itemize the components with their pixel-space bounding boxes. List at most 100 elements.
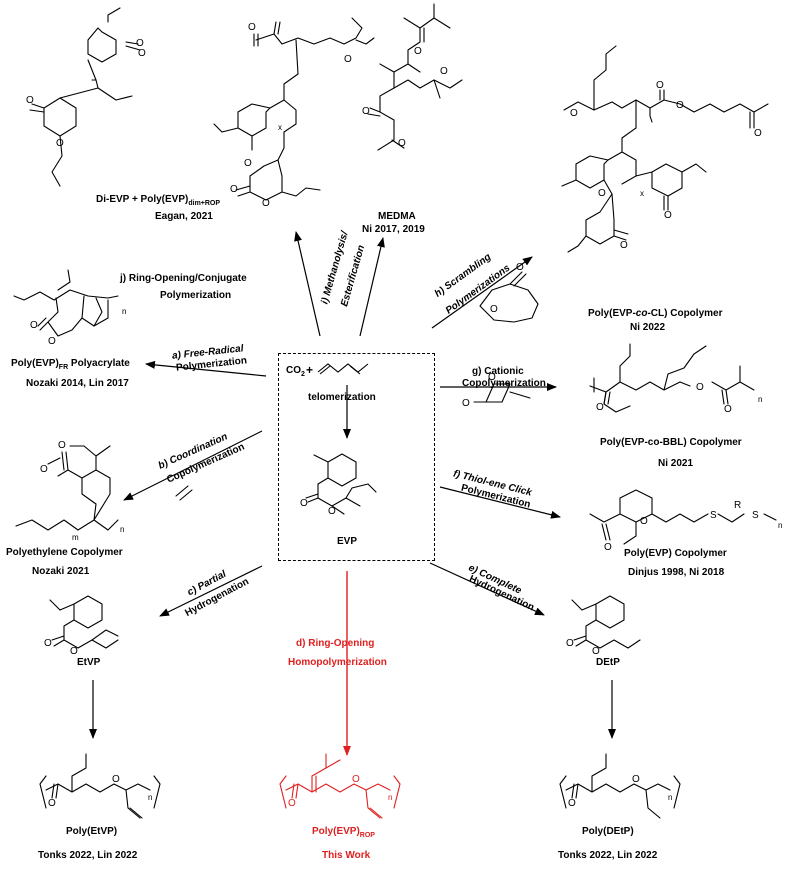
atom-m: m <box>72 533 79 542</box>
evp-structure <box>305 453 377 515</box>
atom-o: O <box>414 46 422 57</box>
atom-o: O <box>570 108 578 119</box>
telomerization-label: telomerization <box>308 392 376 403</box>
atom-o: O <box>288 798 296 809</box>
caprolactone-structure <box>479 271 539 323</box>
eagan-product-name: Di-EVP + Poly(EVP)dim+ROP <box>96 194 221 207</box>
atom-o: O <box>352 774 360 785</box>
etvp-structure <box>49 595 119 649</box>
this-work-label: This Work <box>322 850 371 861</box>
atom-o: O <box>632 774 640 785</box>
atom-s: S <box>710 510 717 521</box>
atom-o: O <box>724 404 732 415</box>
atom-o: O <box>568 798 576 809</box>
eagan-reference: Eagan, 2021 <box>155 211 213 222</box>
atom-x: x <box>278 123 282 132</box>
atom-s: S <box>752 510 759 521</box>
atom-n: n <box>758 395 762 404</box>
reaction-g-label: g) Cationic <box>472 366 524 377</box>
reaction-g-label-2: Copolymerization <box>462 378 546 389</box>
poly-evp-fr-structure <box>13 269 119 337</box>
atom-o: O <box>490 304 498 315</box>
medma-name: MEDMA <box>378 211 416 222</box>
arrow-i <box>359 237 385 337</box>
atom-o: O <box>44 638 52 649</box>
atom-r: R <box>734 500 741 511</box>
atom-o: O <box>696 382 704 393</box>
co2-label: CO2 <box>286 365 305 378</box>
atom-o: O <box>230 184 238 195</box>
pe-copolymer-name: Polyethylene Copolymer <box>6 547 123 558</box>
poly-evp-co-bbl-structure <box>589 343 755 413</box>
atom-o: O <box>362 106 370 117</box>
cl-copolymer-reference: Ni 2022 <box>630 322 666 333</box>
atom-o: O <box>656 80 664 91</box>
beta-butyrolactone-structure <box>473 383 531 403</box>
atom-o: O <box>640 516 648 527</box>
atom-o: O <box>136 38 144 49</box>
evp-synthesis-box <box>278 353 435 561</box>
atom-o: O <box>48 798 56 809</box>
poly-evp-rop-label: Poly(EVP)ROP <box>312 826 375 839</box>
atom-n: n <box>148 793 152 802</box>
medma-structure <box>367 3 463 151</box>
poly-evp-thiol-structure <box>589 489 777 545</box>
atom-o: O <box>488 372 496 383</box>
atom-o: O <box>398 138 406 149</box>
di-evp-structure <box>29 7 141 187</box>
atom-o: O <box>664 210 672 221</box>
atom-o: O <box>262 198 270 209</box>
reaction-d-label-2: Homopolymerization <box>288 657 387 668</box>
thiol-copolymer-name: Poly(EVP) Copolymer <box>624 548 727 559</box>
polyethylene-copolymer-structure <box>15 445 119 531</box>
etvp-label: EtVP <box>77 657 101 668</box>
cl-copolymer-name: Poly(EVP-co-CL) Copolymer <box>588 308 723 319</box>
atom-n: n <box>122 307 126 316</box>
atom-o: O <box>592 646 600 657</box>
atom-n: n <box>668 793 672 802</box>
butadiene-structure <box>317 363 369 375</box>
atom-o: O <box>70 646 78 657</box>
poly-etvp-structure <box>39 753 161 819</box>
atom-o: O <box>30 320 38 331</box>
atom-o: O <box>598 188 606 199</box>
atom-n: n <box>778 521 782 530</box>
bbl-reference: Ni 2021 <box>658 458 694 469</box>
atom-o: O <box>462 398 470 409</box>
atom-o: O <box>516 262 524 273</box>
detp-label: DEtP <box>596 657 620 668</box>
bbl-copolymer-name: Poly(EVP-co-BBL) Copolymer <box>600 437 742 448</box>
arrow-a <box>145 360 267 377</box>
atom-o: O <box>26 95 34 106</box>
atom-o: O <box>620 240 628 251</box>
arrow-b <box>123 430 263 501</box>
atom-x: x <box>640 189 644 198</box>
atom-o: O <box>56 138 64 149</box>
arrow-j <box>294 231 321 337</box>
reaction-d-label: d) Ring-Opening <box>296 638 375 649</box>
thiol-reference: Dinjus 1998, Ni 2018 <box>628 567 725 578</box>
medma-reference: Ni 2017, 2019 <box>362 224 425 235</box>
atom-n: n <box>388 793 392 802</box>
atom-o: O <box>676 100 684 111</box>
arrow-c <box>159 565 263 617</box>
atom-o: O <box>344 54 352 65</box>
atom-o: O <box>596 402 604 413</box>
poly-detp-label: Poly(DEtP) <box>582 826 634 837</box>
poly-detp-reference: Tonks 2022, Lin 2022 <box>558 850 658 861</box>
poly-etvp-label: Poly(EtVP) <box>66 826 118 837</box>
reaction-j-label-2: Polymerization <box>160 290 232 301</box>
pe-reference: Nozaki 2021 <box>32 566 90 577</box>
atom-o: O <box>244 158 252 169</box>
atom-o: O <box>566 638 574 649</box>
atom-o: O <box>604 542 612 553</box>
atom-o: O <box>48 336 56 347</box>
plus-label: + <box>306 363 314 377</box>
atom-o: O <box>248 22 256 33</box>
detp-structure <box>571 595 641 649</box>
poly-detp-structure <box>559 753 681 819</box>
arrow-h <box>431 256 533 329</box>
fr-polyacrylate-name: Poly(EVP)FR Polyacrylate <box>11 358 130 371</box>
poly-evp-dim-rop-structure <box>213 17 375 201</box>
